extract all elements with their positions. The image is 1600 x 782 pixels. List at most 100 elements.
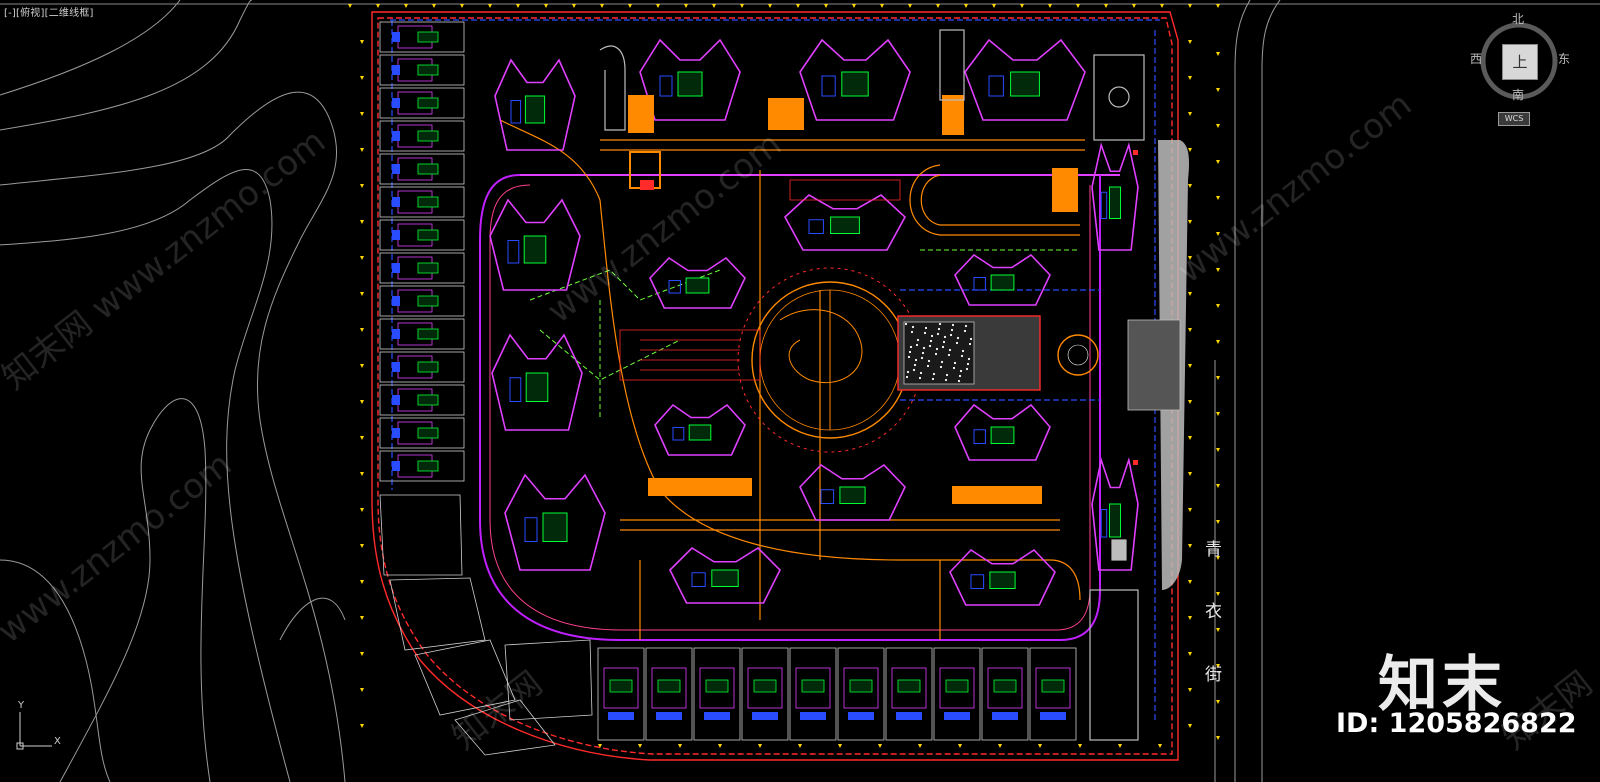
survey-marker (880, 4, 884, 8)
survey-marker (1188, 616, 1192, 620)
wcs-menu[interactable]: WCS (1498, 112, 1530, 126)
building-outline (494, 58, 576, 151)
survey-marker (824, 4, 828, 8)
building-tag (830, 216, 860, 234)
survey-marker (572, 4, 576, 8)
dot (921, 351, 925, 355)
survey-marker (1188, 292, 1192, 296)
survey-marker (360, 616, 364, 620)
townhouse-unit (741, 647, 789, 741)
unit-court (392, 428, 400, 438)
unit-tag (753, 679, 777, 693)
survey-marker (1188, 112, 1192, 116)
building-tag (1010, 71, 1040, 97)
townhouse-unit (379, 186, 465, 218)
survey-marker (360, 220, 364, 224)
dot (963, 329, 967, 333)
orange-amenity-blocks (628, 95, 1078, 504)
unit-tag (417, 229, 439, 241)
townhouse-unit (379, 285, 465, 317)
unit-core (843, 667, 879, 709)
townhouse-unit (379, 21, 465, 53)
survey-marker (1188, 508, 1192, 512)
clubhouse-dots (904, 322, 973, 383)
survey-marker (360, 580, 364, 584)
building-tag (990, 426, 1015, 444)
dot (928, 344, 932, 348)
survey-marker (1216, 592, 1220, 596)
survey-marker (936, 4, 940, 8)
townhouse-unit (379, 351, 465, 383)
dot (950, 328, 954, 332)
survey-marker (1216, 628, 1220, 632)
survey-marker (1188, 544, 1192, 548)
unit-court (392, 197, 400, 207)
building-core (970, 574, 985, 589)
unit-tag (1041, 679, 1065, 693)
viewcube-west[interactable]: 西 (1470, 52, 1483, 66)
building-outline (491, 333, 583, 431)
survey-marker (838, 744, 842, 748)
building-tag (1108, 186, 1122, 219)
dot (960, 354, 964, 358)
survey-marker (1216, 736, 1220, 740)
townhouse-unit (933, 647, 981, 741)
unit-tag (945, 679, 969, 693)
building-outline (799, 463, 906, 521)
unit-court (392, 164, 400, 174)
central-plaza (737, 267, 923, 453)
dot (915, 343, 919, 347)
viewcube[interactable]: 北 南 东 西 上 (1470, 10, 1592, 130)
survey-marker (1216, 664, 1220, 668)
unit-core (747, 667, 783, 709)
dot (911, 325, 915, 329)
viewport-label[interactable]: [-][俯视][二维线框] (4, 8, 94, 19)
survey-marker (656, 4, 660, 8)
survey-marker (360, 40, 364, 44)
viewcube-south[interactable]: 南 (1512, 88, 1525, 102)
viewcube-north[interactable]: 北 (1512, 12, 1525, 26)
building-core (668, 280, 681, 294)
dot (957, 379, 961, 383)
red-accents (640, 150, 1138, 465)
unit-core (795, 667, 831, 709)
unit-court (392, 329, 400, 339)
townhouse-unit (597, 647, 645, 741)
survey-markers (348, 4, 1220, 748)
building-tag (711, 569, 739, 587)
townhouse-unit (789, 647, 837, 741)
survey-marker (1076, 4, 1080, 8)
survey-marker (998, 744, 1002, 748)
survey-marker (1188, 652, 1192, 656)
gate-plaza (1127, 319, 1181, 411)
building-core (1100, 509, 1108, 538)
survey-marker (1188, 184, 1192, 188)
dot (944, 378, 948, 382)
survey-marker (1188, 580, 1192, 584)
survey-marker (852, 4, 856, 8)
building-tag (990, 274, 1015, 291)
townhouse-unit (885, 647, 933, 741)
unit-tag (417, 196, 439, 208)
townhouse-unit (379, 384, 465, 416)
survey-marker (1216, 700, 1220, 704)
viewcube-east[interactable]: 东 (1558, 52, 1571, 66)
dot (956, 336, 960, 340)
building-core (524, 517, 538, 542)
building-tag (989, 571, 1016, 589)
dot (941, 345, 945, 349)
dot (918, 376, 922, 380)
viewcube-top-face[interactable]: 上 (1502, 44, 1538, 80)
building-core (691, 572, 706, 587)
unit-tag (417, 394, 439, 406)
unit-core (603, 667, 639, 709)
survey-marker (992, 4, 996, 8)
contour-lines (0, 0, 1281, 782)
unit-tag (657, 679, 681, 693)
unit-tag (897, 679, 921, 693)
survey-marker (1188, 76, 1192, 80)
townhouse-unit (981, 647, 1029, 741)
unit-tag (417, 130, 439, 142)
